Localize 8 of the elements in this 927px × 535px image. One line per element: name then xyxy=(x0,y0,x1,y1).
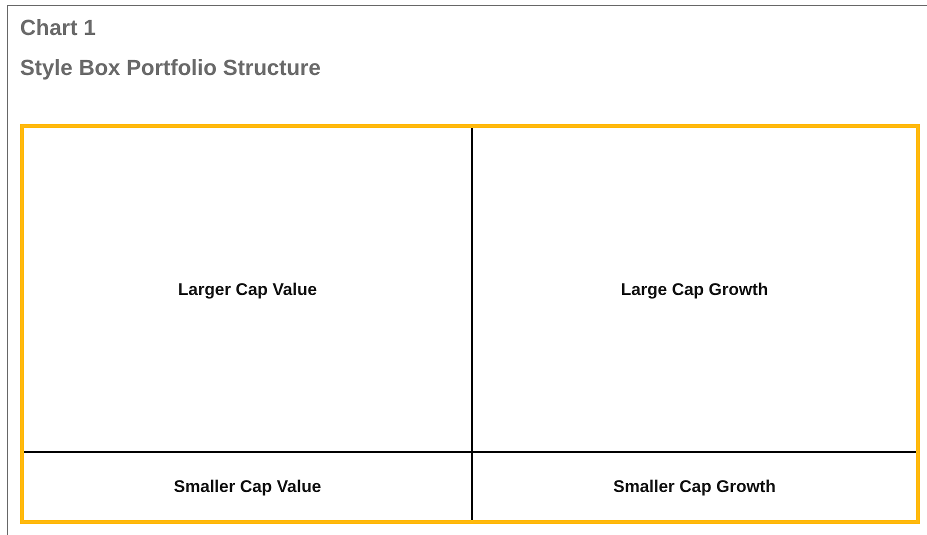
chart-title: Style Box Portfolio Structure xyxy=(20,55,321,81)
cell-label: Larger Cap Value xyxy=(178,280,317,300)
grid-cell xyxy=(24,128,473,453)
cell-label: Smaller Cap Value xyxy=(174,476,322,496)
grid-frame xyxy=(20,124,920,524)
cell-label: Smaller Cap Growth xyxy=(613,476,776,496)
cell-label: Large Cap Growth xyxy=(620,280,768,300)
chart-number: Chart 1 xyxy=(20,15,96,41)
